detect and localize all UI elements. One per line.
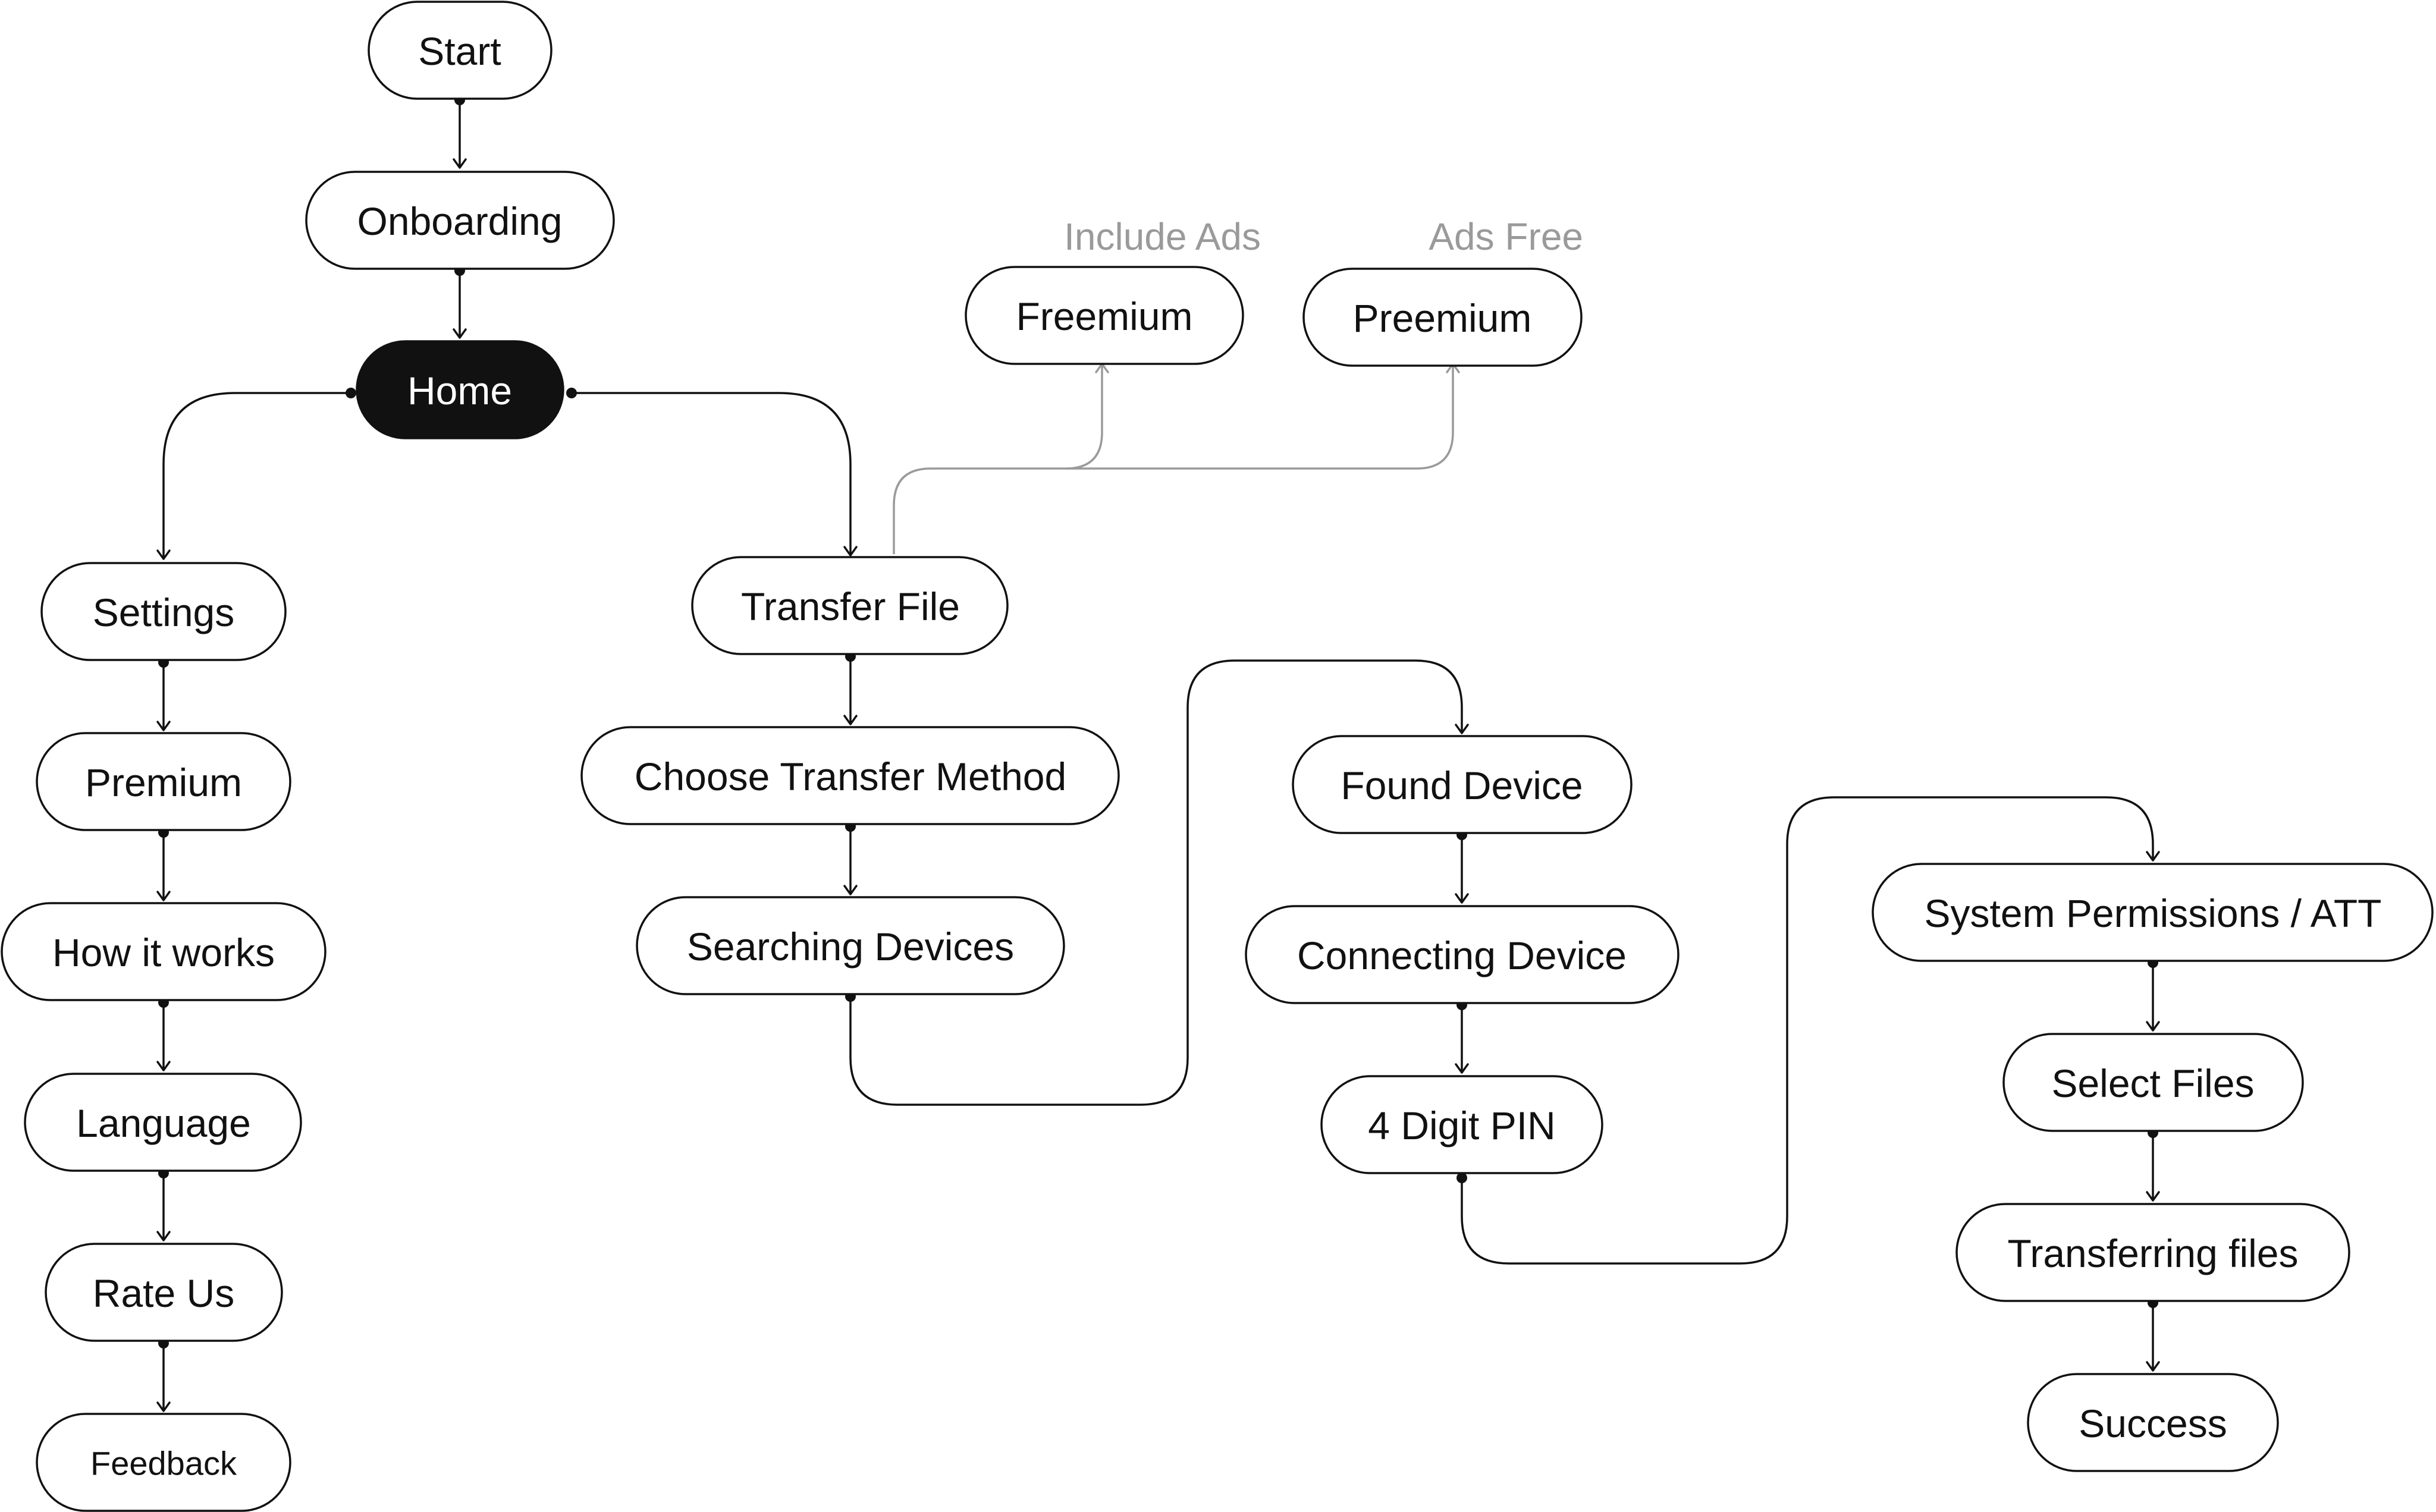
edge-home-to-transfer-file <box>566 388 858 557</box>
node-premium[interactable]: Premium <box>36 732 291 831</box>
edge-how-it-works-to-language <box>156 997 171 1071</box>
node-feedback[interactable]: Feedback <box>36 1413 291 1512</box>
node-select-files-label: Select Files <box>2051 1061 2254 1105</box>
edge-settings-to-premium <box>156 657 171 731</box>
edge-permissions-to-select-files <box>2146 957 2160 1032</box>
edge-home-to-settings <box>156 388 356 560</box>
node-home-label: Home <box>407 369 512 413</box>
node-freemium-label: Freemium <box>1016 294 1192 338</box>
node-rate-us[interactable]: Rate Us <box>45 1243 283 1342</box>
edge-rate-us-to-feedback <box>156 1338 171 1412</box>
node-onboarding-label: Onboarding <box>357 199 563 243</box>
edge-pin-to-system-permissions <box>1456 796 2160 1265</box>
node-connecting-device[interactable]: Connecting Device <box>1245 905 1680 1004</box>
node-onboarding[interactable]: Onboarding <box>305 171 615 270</box>
node-how-it-works[interactable]: How it works <box>1 902 327 1001</box>
edge-start-to-onboarding <box>453 95 467 169</box>
node-settings-label: Settings <box>93 590 234 634</box>
node-home[interactable]: Home <box>356 340 564 439</box>
node-feedback-label: Feedback <box>90 1445 237 1482</box>
node-transferring-files-label: Transferring files <box>2007 1231 2298 1275</box>
node-start[interactable]: Start <box>368 1 553 100</box>
node-premium-label: Premium <box>85 760 242 804</box>
node-language-label: Language <box>76 1101 251 1145</box>
node-how-it-works-label: How it works <box>52 931 275 975</box>
node-select-files[interactable]: Select Files <box>2002 1033 2304 1132</box>
node-language[interactable]: Language <box>24 1073 302 1172</box>
node-transfer-file-label: Transfer File <box>741 584 960 628</box>
node-preemium[interactable]: Preemium <box>1302 268 1583 367</box>
node-searching-devices[interactable]: Searching Devices <box>636 896 1065 995</box>
node-choose-transfer-method-label: Choose Transfer Method <box>635 755 1066 799</box>
edge-choose-method-to-searching <box>843 821 858 895</box>
node-found-device-label: Found Device <box>1341 763 1583 807</box>
node-transfer-file[interactable]: Transfer File <box>691 556 1009 655</box>
edge-select-files-to-transferring <box>2146 1127 2160 1202</box>
edge-transfer-file-to-choose-method <box>843 651 858 725</box>
node-start-label: Start <box>418 29 501 73</box>
node-rate-us-label: Rate Us <box>93 1271 234 1315</box>
node-system-permissions-label: System Permissions / ATT <box>1925 891 2382 935</box>
node-4-digit-pin-label: 4 Digit PIN <box>1368 1104 1555 1148</box>
edge-transfer-file-to-preemium <box>1066 363 1460 470</box>
node-success-label: Success <box>2079 1401 2227 1445</box>
edges <box>156 95 2160 1412</box>
node-searching-devices-label: Searching Devices <box>687 925 1014 969</box>
edge-found-to-connecting <box>1455 829 1469 904</box>
annotations: Include Ads Ads Free <box>1064 215 1583 258</box>
node-transferring-files[interactable]: Transferring files <box>1955 1203 2350 1302</box>
node-system-permissions[interactable]: System Permissions / ATT <box>1872 863 2434 962</box>
include-ads-label: Include Ads <box>1064 215 1261 258</box>
node-found-device[interactable]: Found Device <box>1292 735 1633 834</box>
edge-onboarding-to-home <box>453 265 467 339</box>
node-freemium[interactable]: Freemium <box>965 266 1244 365</box>
node-connecting-device-label: Connecting Device <box>1297 933 1627 977</box>
node-success[interactable]: Success <box>2027 1373 2279 1472</box>
node-settings[interactable]: Settings <box>40 562 287 661</box>
edge-transfer-file-to-freemium <box>893 363 1109 554</box>
node-4-digit-pin[interactable]: 4 Digit PIN <box>1320 1075 1603 1174</box>
node-preemium-label: Preemium <box>1353 296 1532 340</box>
node-choose-transfer-method[interactable]: Choose Transfer Method <box>580 726 1120 825</box>
edge-transferring-to-success <box>2146 1297 2160 1372</box>
edge-premium-to-how-it-works <box>156 827 171 901</box>
edge-connecting-to-pin <box>1455 999 1469 1074</box>
ads-free-label: Ads Free <box>1429 215 1583 258</box>
edge-language-to-rate-us <box>156 1168 171 1241</box>
